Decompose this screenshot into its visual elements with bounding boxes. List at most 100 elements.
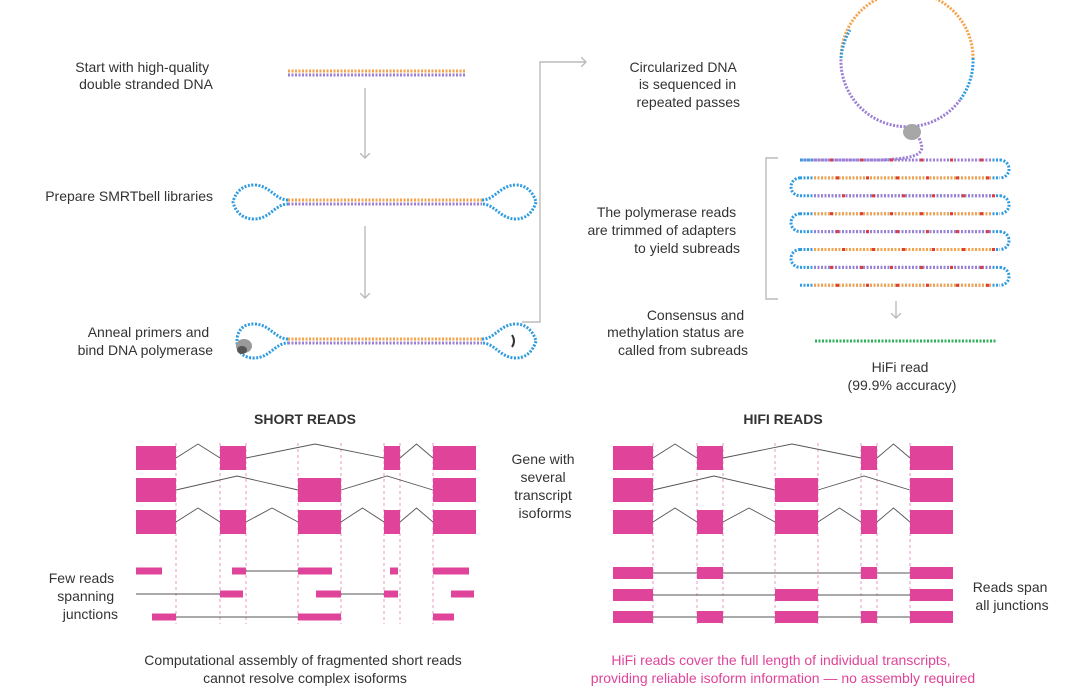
- intron-line: [652, 507, 698, 523]
- short-reads-title: SHORT READS: [254, 411, 356, 427]
- isoform-exon: [613, 446, 653, 470]
- gene-isoforms-label: Gene with several transcript isoforms: [512, 451, 579, 521]
- methylation-mark: [860, 158, 863, 162]
- subread-hairpin: [999, 194, 1011, 216]
- methylation-mark: [926, 176, 929, 180]
- intron-line: [340, 507, 385, 523]
- isoform-exon: [433, 446, 476, 470]
- hifi-read-segment: [910, 567, 953, 579]
- methylation-mark: [950, 265, 953, 269]
- methylation-mark: [842, 194, 845, 198]
- methylation-mark: [956, 230, 959, 234]
- hifi-read-segment: [775, 611, 818, 623]
- methylation-mark: [890, 212, 893, 216]
- isoform-exon: [861, 510, 877, 534]
- isoform-exon: [910, 446, 953, 470]
- isoform-exon: [775, 510, 818, 534]
- isoform-exon: [613, 478, 653, 502]
- methylation-mark: [830, 158, 833, 162]
- intron-line: [652, 443, 698, 459]
- isoform-exon: [136, 510, 176, 534]
- intron-line: [399, 443, 434, 459]
- methylation-mark: [992, 194, 995, 198]
- methylation-mark: [992, 248, 995, 251]
- hifi-read-segment: [861, 611, 877, 623]
- isoform-exon: [298, 510, 341, 534]
- isoform-exon: [697, 446, 723, 470]
- subreads-bracket: [765, 157, 778, 300]
- hifi-reads-panel: [613, 443, 953, 624]
- isoform-exon: [433, 478, 476, 502]
- intron-line: [245, 507, 299, 523]
- methylation-mark: [986, 230, 989, 234]
- methylation-mark: [956, 283, 959, 287]
- hifi-read-segment: [697, 567, 723, 579]
- methylation-mark: [866, 230, 869, 234]
- methylation-mark: [932, 194, 935, 198]
- methylation-mark: [836, 283, 839, 287]
- intron-line: [175, 475, 299, 491]
- short-read: [298, 613, 341, 621]
- subread-hairpin: [999, 230, 1011, 251]
- methylation-mark: [950, 212, 953, 216]
- intron-line: [175, 507, 221, 523]
- subread-hairpin: [789, 248, 801, 269]
- hifi-read-segment: [697, 611, 723, 623]
- short-reads-caption: Computational assembly of fragmented sho…: [144, 652, 465, 686]
- hifi-read-segment: [613, 589, 653, 601]
- step1-label: Start with high-quality double stranded …: [75, 59, 213, 92]
- isoform-exon: [384, 446, 400, 470]
- methylation-mark: [986, 176, 989, 180]
- isoform-exon: [861, 446, 877, 470]
- intron-line: [399, 507, 434, 523]
- methylation-mark: [962, 194, 965, 198]
- isoform-exon: [220, 510, 246, 534]
- isoform-exon: [220, 446, 246, 470]
- methylation-mark: [866, 176, 869, 180]
- hifi-read-segment: [910, 611, 953, 623]
- intron-line: [340, 475, 434, 491]
- hifi-read-label: HiFi read (99.9% accuracy): [848, 359, 957, 393]
- few-reads-label: Few reads spanning junctions: [49, 570, 118, 622]
- subread-hairpin: [999, 265, 1011, 287]
- hifi-reads-caption: HiFi reads cover the full length of indi…: [591, 652, 975, 686]
- methylation-mark: [860, 212, 863, 216]
- smrtbell-library: [231, 183, 538, 221]
- hifi-read-segment: [613, 611, 653, 623]
- intron-line: [175, 443, 221, 459]
- methylation-mark: [902, 248, 905, 251]
- hifi-read-segment: [861, 567, 877, 579]
- methylation-mark: [920, 212, 923, 216]
- methylation-mark: [920, 265, 923, 269]
- circular-dna: [800, 0, 975, 162]
- intron-line: [722, 443, 862, 459]
- step5-label: The polymerase reads are trimmed of adap…: [587, 204, 740, 256]
- subread-hairpin: [999, 158, 1011, 180]
- short-read: [232, 567, 246, 575]
- isoform-exon: [910, 510, 953, 534]
- methylation-mark: [890, 265, 893, 269]
- step6-label: Consensus and methylation status are cal…: [607, 307, 748, 358]
- methylation-mark: [932, 248, 935, 251]
- step3-label: Anneal primers and bind DNA polymerase: [78, 324, 214, 358]
- hifi-read-segment: [775, 589, 818, 601]
- isoform-exon: [697, 510, 723, 534]
- intron-line: [652, 475, 776, 491]
- methylation-mark: [896, 230, 899, 234]
- short-read: [433, 567, 469, 575]
- intron-line: [876, 507, 911, 523]
- methylation-mark: [956, 176, 959, 180]
- methylation-mark: [866, 283, 869, 287]
- methylation-mark: [920, 158, 923, 162]
- short-read: [136, 567, 162, 575]
- hifi-read-segment: [613, 567, 653, 579]
- methylation-mark: [926, 230, 929, 234]
- short-read: [433, 613, 454, 621]
- short-read: [451, 590, 474, 598]
- primed-smrtbell-with-polymerase: [235, 322, 538, 360]
- methylation-mark: [830, 212, 833, 216]
- methylation-mark: [872, 194, 875, 198]
- methylation-mark: [950, 158, 953, 162]
- methylation-mark: [962, 248, 965, 251]
